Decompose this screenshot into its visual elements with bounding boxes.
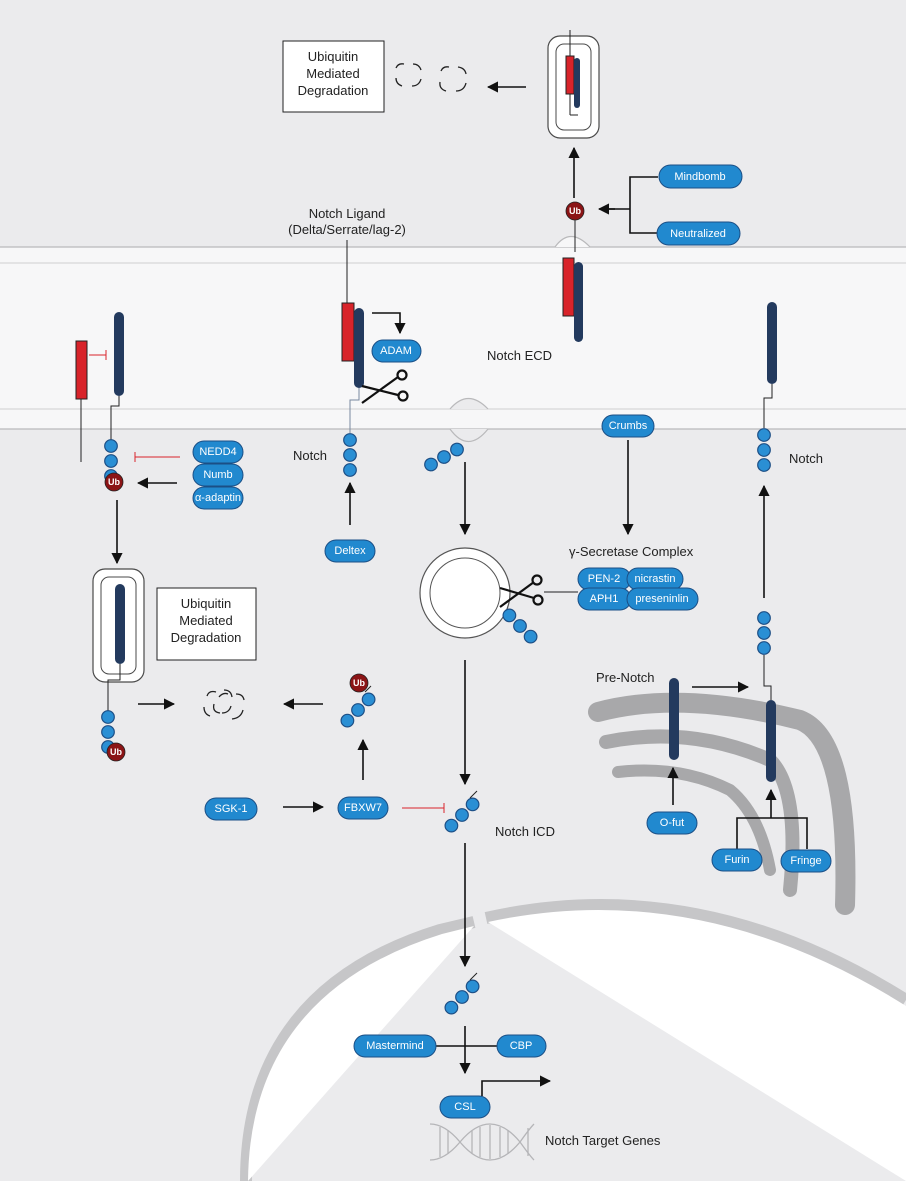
alpha-adaptin-pill: α-adaptin (192, 486, 244, 510)
ligand-receptor-pair (341, 302, 364, 433)
notch-target-genes-label: Notch Target Genes (545, 1133, 661, 1148)
degraded-fragments-left (203, 689, 245, 720)
svg-text:CSL: CSL (454, 1101, 475, 1113)
svg-text:Numb: Numb (203, 469, 232, 481)
connector (763, 655, 772, 700)
pen2-pill: PEN-2 (577, 567, 632, 591)
ubiquitin-degradation-box-top: Ubiquitin Mediated Degradation (282, 40, 385, 113)
nedd4-pill: NEDD4 (192, 440, 244, 464)
svg-text:Ub: Ub (108, 477, 120, 487)
ub-tag: Ub (104, 472, 124, 492)
svg-text:nicrastin: nicrastin (635, 573, 676, 585)
numb-pill: Numb (192, 463, 244, 487)
ofut-pill: O-fut (646, 811, 698, 835)
nucleus-membrane (240, 899, 906, 1181)
neutralized-pill: Neutralized (656, 221, 741, 246)
svg-text:PEN-2: PEN-2 (588, 573, 620, 585)
notch-left-inhibited (75, 312, 124, 462)
svg-text:CBP: CBP (510, 1040, 533, 1052)
fbxw7-pill: FBXW7 (337, 796, 389, 820)
gamma-secretase-label: γ-Secretase Complex (569, 544, 694, 559)
notch-icd-nuclear (441, 972, 483, 1018)
endosome-left (92, 568, 145, 712)
fringe-pill: Fringe (780, 849, 832, 873)
arrow (372, 312, 406, 335)
notch-icd (441, 790, 483, 836)
notch-icd-ub: Ub (337, 673, 379, 731)
svg-text:Neutralized: Neutralized (670, 228, 726, 240)
svg-text:Ub: Ub (569, 206, 581, 216)
plasma-membrane (0, 235, 906, 443)
crumbs-pill: Crumbs (601, 414, 655, 438)
ligand-bar (565, 55, 575, 95)
svg-text:APH1: APH1 (590, 593, 619, 605)
notch-ecd-bar (574, 58, 580, 108)
notch-ligand-label: Notch Ligand (309, 206, 386, 221)
svg-text:α-adaptin: α-adaptin (195, 492, 241, 504)
notch-right-beads (757, 428, 771, 472)
notch-label-left: Notch (293, 448, 327, 463)
ubiquitin-line: Mediated (179, 613, 232, 628)
svg-text:Crumbs: Crumbs (609, 420, 648, 432)
ubiquitin-line: Mediated (306, 66, 359, 81)
notch-right-receptor (763, 302, 777, 428)
mastermind-pill: Mastermind (353, 1034, 437, 1058)
notch-ligand-sublabel: (Delta/Serrate/lag-2) (288, 222, 406, 237)
svg-text:Mindbomb: Mindbomb (674, 171, 725, 183)
dna-helix-icon (429, 1123, 535, 1161)
csl-pill: CSL (439, 1095, 491, 1119)
svg-text:FBXW7: FBXW7 (344, 802, 382, 814)
svg-text:SGK-1: SGK-1 (214, 803, 247, 815)
endosome-top (547, 30, 600, 139)
svg-text:Furin: Furin (724, 854, 749, 866)
svg-text:Ub: Ub (110, 747, 122, 757)
pre-notch-receptor (669, 678, 679, 760)
notch-ecd-with-ligand (562, 257, 583, 342)
preseninlin-pill: preseninlin (626, 587, 699, 611)
notch-intracellular-domain (343, 433, 357, 477)
furin-pill: Furin (711, 848, 763, 872)
ub-tag: Ub (565, 201, 585, 221)
ubiquitin-line: Degradation (171, 630, 242, 645)
svg-text:NEDD4: NEDD4 (199, 446, 236, 458)
notch-golgi-beads (757, 611, 771, 655)
deltex-pill: Deltex (324, 539, 376, 563)
mindbomb-pill: Mindbomb (658, 164, 743, 189)
nicrastin-pill: nicrastin (626, 567, 684, 591)
scissors-icon (361, 369, 409, 404)
scissors-icon (499, 574, 544, 608)
nucleus (248, 909, 906, 1181)
ubiquitin-line: Ubiquitin (181, 596, 232, 611)
adam-pill: ADAM (371, 339, 422, 363)
ub-tag: Ub (106, 742, 126, 762)
svg-text:O-fut: O-fut (660, 817, 684, 829)
notch-icd-label: Notch ICD (495, 824, 555, 839)
svg-text:Mastermind: Mastermind (366, 1040, 423, 1052)
degraded-fragments-top (395, 63, 467, 92)
svg-text:Ub: Ub (353, 678, 365, 688)
ubiquitin-line: Ubiquitin (308, 49, 359, 64)
ubiquitin-line: Degradation (298, 83, 369, 98)
notch-golgi-receptor (766, 700, 776, 782)
svg-text:Fringe: Fringe (790, 855, 821, 867)
notch-ecd-label: Notch ECD (487, 348, 552, 363)
notch-label-right: Notch (789, 451, 823, 466)
transcription-arrow (481, 1075, 552, 1096)
svg-text:ADAM: ADAM (380, 345, 412, 357)
aph1-pill: APH1 (577, 587, 632, 611)
pre-notch-label: Pre-Notch (596, 670, 655, 685)
svg-text:Deltex: Deltex (334, 545, 366, 557)
vesicle (419, 547, 511, 639)
svg-text:preseninlin: preseninlin (635, 593, 688, 605)
sgk1-pill: SGK-1 (204, 797, 258, 821)
ubiquitin-degradation-box-left: Ubiquitin Mediated Degradation (156, 587, 257, 661)
bracket (736, 817, 808, 849)
cbp-pill: CBP (496, 1034, 547, 1058)
